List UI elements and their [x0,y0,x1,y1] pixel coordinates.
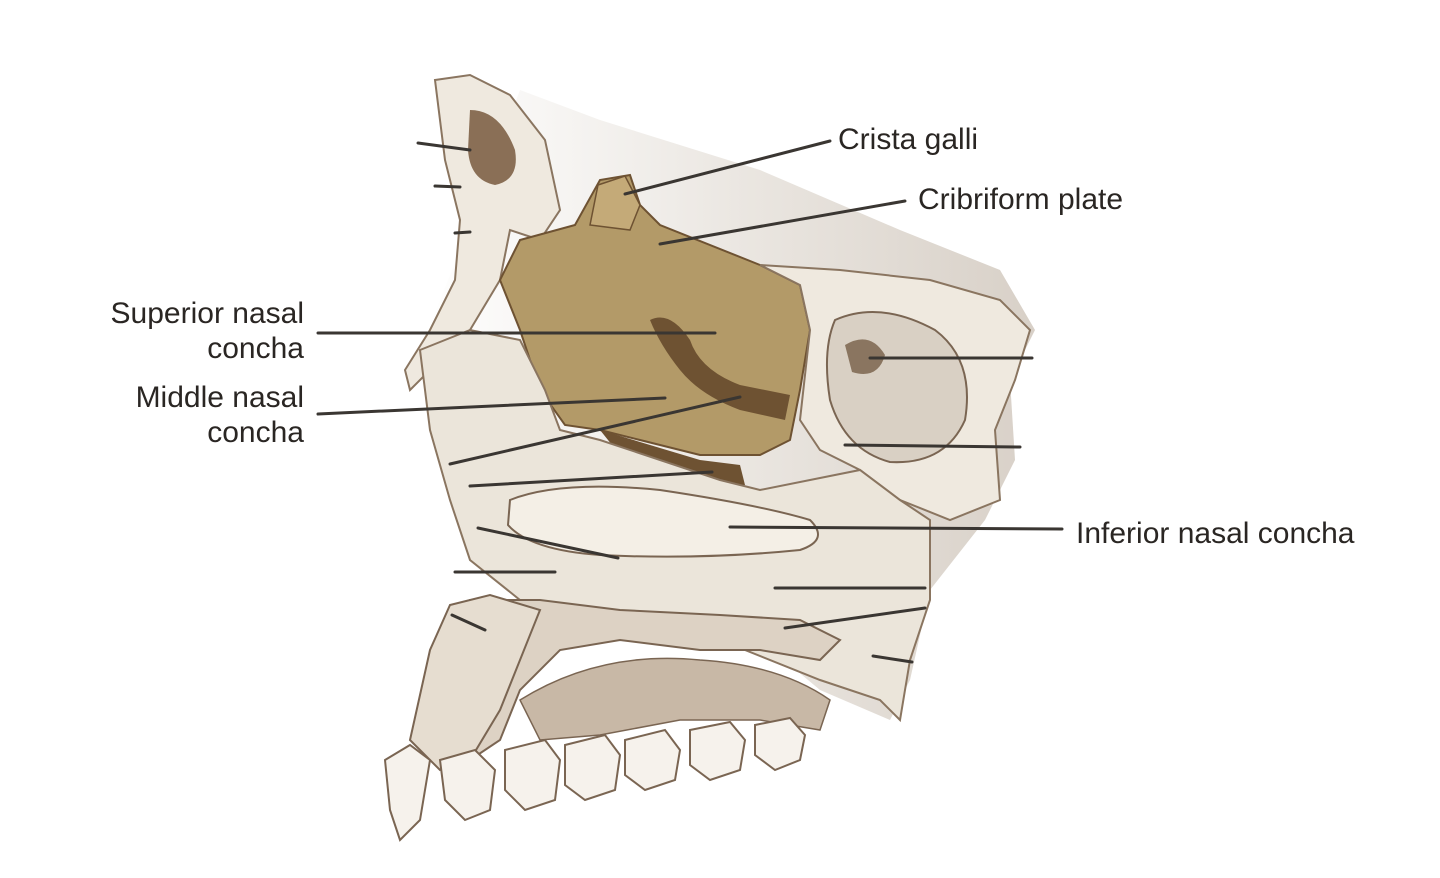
label-superior-nasal-concha: Superior nasal concha [60,296,304,366]
leader-unlabeled-1 [416,141,472,152]
sphenoid-sinus-depth [845,339,885,374]
leader-unlabeled-13 [871,654,914,664]
middle-meatus-shadow [600,430,745,490]
label-crista-galli: Crista galli [838,123,979,156]
leader-middle-concha [316,396,667,416]
leader-lines [316,139,1064,664]
hard-palate [458,599,842,762]
leader-inferior-concha [728,525,1064,531]
label-superior-line1: Superior nasal [110,297,304,330]
leader-unlabeled-12 [783,606,927,630]
leader-unlabeled-8 [450,613,487,632]
crista-galli-shape [589,175,641,231]
label-superior-line2: concha [207,332,304,365]
leader-unlabeled-4 [448,395,742,466]
label-inferior-nasal-concha: Inferior nasal concha [1076,517,1355,550]
leader-unlabeled-10 [843,443,1022,449]
teeth [383,716,807,842]
inferior-concha-shape [506,485,819,558]
frontal-sinus [468,110,516,185]
leader-unlabeled-2 [433,184,462,189]
label-cribriform-plate: Cribriform plate [918,183,1124,216]
label-middle-line1: Middle nasal [135,381,304,414]
ethmoid-dark-groove [650,317,790,420]
label-middle-line2: concha [207,416,304,449]
label-middle-nasal-concha: Middle nasal concha [60,380,304,450]
leader-cribriform-plate [658,199,907,246]
leader-unlabeled-6 [476,526,620,560]
leader-unlabeled-5 [468,470,714,488]
oral-cavity-roof [519,657,831,741]
leader-crista-galli [623,139,832,196]
leader-unlabeled-3 [453,230,472,235]
